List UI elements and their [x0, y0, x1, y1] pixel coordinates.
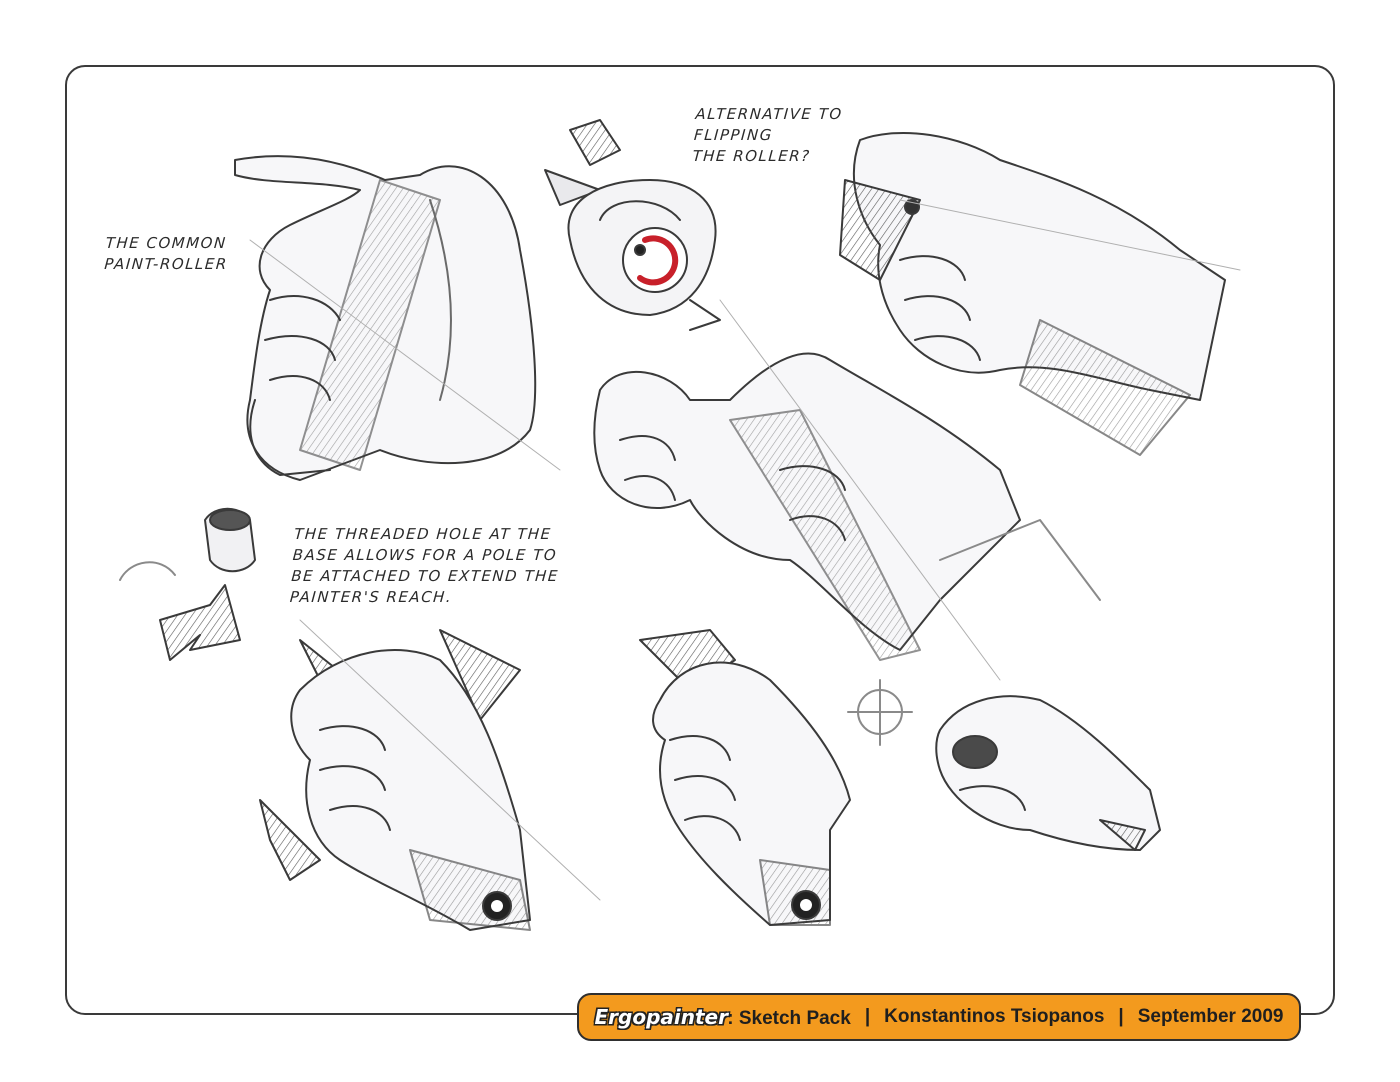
footer-pack: Sketch Pack: [738, 1007, 851, 1029]
sketch-roller-head: [544, 119, 721, 331]
footer-colon: :: [727, 1007, 734, 1029]
annotation-common-roller: THE COMMON PAINT-ROLLER: [103, 234, 229, 273]
sketch-hand-bottom-left: [259, 629, 531, 931]
sketch-hand-bottom-right: [935, 695, 1161, 851]
footer-separator: |: [864, 1006, 871, 1027]
annotation-alternative: ALTERNATIVE TO FLIPPING THE ROLLER?: [691, 105, 844, 165]
sketch-hand-pointing-roller: [119, 155, 537, 661]
brand-logo: Ergopainter: [594, 1004, 728, 1029]
annotation-threaded-hole: THE THREADED HOLE AT THE BASE ALLOWS FOR…: [289, 525, 560, 606]
sketch-hand-top-right: [839, 131, 1226, 456]
footer-author: Konstantinos Tsiopanos: [884, 1006, 1105, 1027]
sketch-hand-center: [593, 352, 1101, 661]
footer-banner: Ergopainter : Sketch Pack | Konstantinos…: [577, 993, 1301, 1041]
footer-date: September 2009: [1137, 1006, 1284, 1027]
sketch-hand-bottom-center: [639, 629, 913, 926]
sketch-construction-lines: [249, 199, 1241, 901]
footer-separator: |: [1118, 1006, 1124, 1027]
